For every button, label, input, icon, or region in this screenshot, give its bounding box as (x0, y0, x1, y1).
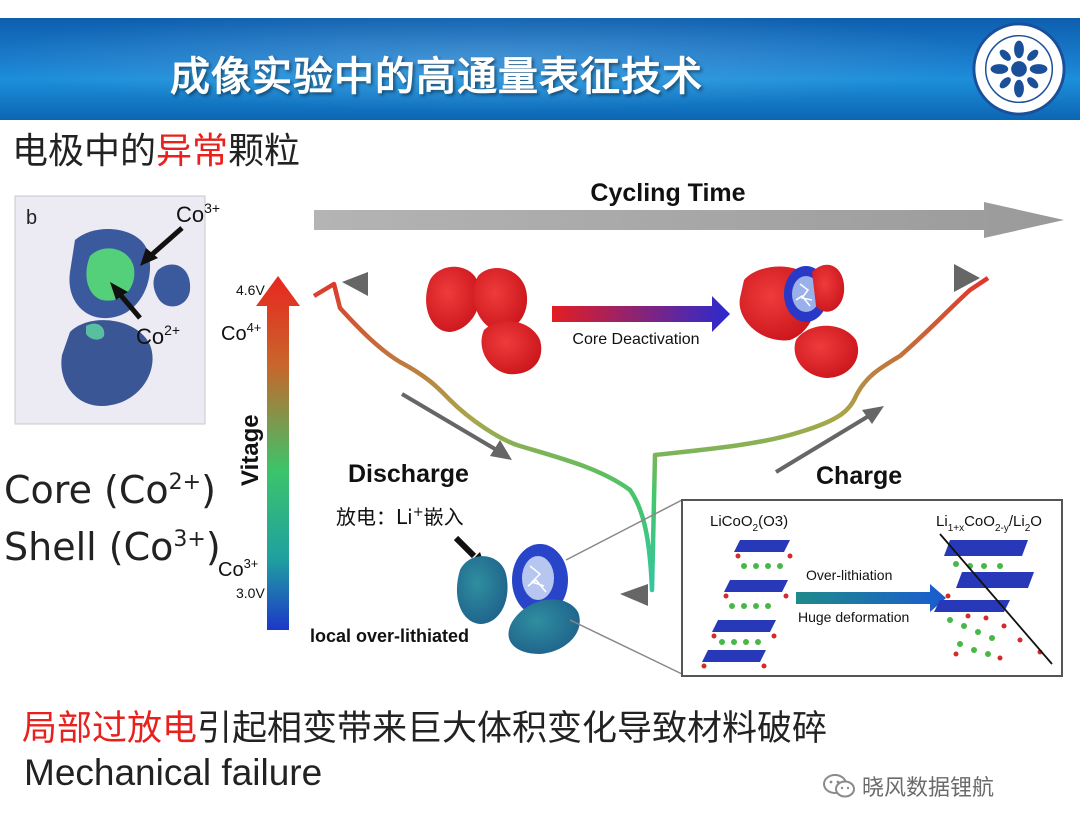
subtitle-suffix: 颗粒 (228, 131, 301, 172)
voltage-curve (312, 276, 990, 593)
shell-line: Shell (Co3+) (4, 525, 221, 569)
cas-emblem-icon (972, 22, 1066, 116)
co4-label: Co4+ (221, 320, 261, 345)
co2-pointer-head (110, 282, 128, 300)
over-lithiated-crystal-structure (934, 533, 1053, 665)
co2-label: Co2+ (136, 322, 180, 349)
over-lithiation-label: Over-lithiation (806, 567, 892, 583)
conclusion-rest: 引起相变带来巨大体积变化导致材料破碎 (197, 709, 828, 749)
discharge-label: Discharge (348, 460, 469, 488)
co3-axis-label: Co3+ (218, 556, 258, 581)
marker-end (954, 264, 980, 292)
over-lithiated-particle-cluster (456, 544, 580, 654)
voltage-low-label: 3.0V (236, 585, 265, 601)
over-lithiation-arrow (796, 584, 946, 612)
licoo2-crystal-structure (701, 540, 793, 669)
red-particle-cluster (426, 266, 542, 375)
core-line: Core (Co2+) (4, 468, 216, 512)
deactivated-particle-cluster (739, 264, 859, 378)
co3-pointer-line (146, 226, 184, 260)
core-shell-legend: Core (Co2+) Shell (Co3+) (4, 458, 221, 572)
co3-label: Co3+ (176, 200, 220, 227)
discharge-arrow-line (400, 392, 502, 454)
core-deactivation-arrow (552, 296, 730, 332)
cycling-time-label: Cycling Time (590, 179, 745, 207)
local-over-lithiated-label: local over-lithiated (310, 626, 469, 646)
co2-pointer-line (116, 290, 142, 320)
subtitle-highlight: 异常 (156, 131, 229, 172)
charge-arrow-head (862, 406, 884, 424)
marker-bottom (620, 584, 648, 606)
wechat-icon (823, 774, 855, 798)
voltage-high-label: 4.6V (236, 282, 265, 298)
charge-label: Charge (816, 462, 902, 490)
inset-connector-top (565, 499, 683, 561)
conclusion-highlight: 局部过放电 (22, 709, 198, 749)
discharge-cn-label: 放电：Li+嵌入 (336, 505, 464, 529)
page-title: 成像实验中的高通量表征技术 (170, 54, 703, 100)
mechanical-failure-text: Mechanical failure (24, 752, 323, 793)
title-banner (0, 18, 1080, 120)
huge-deformation-label: Huge deformation (798, 609, 909, 625)
li-insert-pointer-line (453, 535, 477, 559)
discharge-arrow-head (490, 440, 512, 460)
vitage-axis-label: Vitage (237, 414, 264, 486)
banner-sheen (0, 18, 1080, 120)
inset-left-title: LiCoO2(O3) (710, 513, 788, 534)
panel-b-label: b (26, 207, 37, 229)
core-deactivation-label: Core Deactivation (572, 331, 699, 348)
inset-connector-bottom (569, 619, 683, 675)
co3-pointer-head (140, 248, 158, 266)
section-subtitle: 电极中的异常颗粒 (12, 122, 300, 174)
charge-arrow-line (774, 412, 874, 474)
subtitle-prefix: 电极中的 (12, 131, 157, 172)
conclusion-text: 局部过放电引起相变带来巨大体积变化导致材料破碎 (22, 700, 827, 751)
voltage-axis-arrow (256, 276, 300, 630)
cycling-time-arrow (314, 202, 1064, 238)
inset-right-title: Li1+xCoO2-y/Li2O (936, 513, 1042, 534)
watermark: 晓风数据锂航 (822, 770, 994, 802)
marker-start (342, 272, 368, 296)
watermark-text: 晓风数据锂航 (862, 776, 995, 801)
